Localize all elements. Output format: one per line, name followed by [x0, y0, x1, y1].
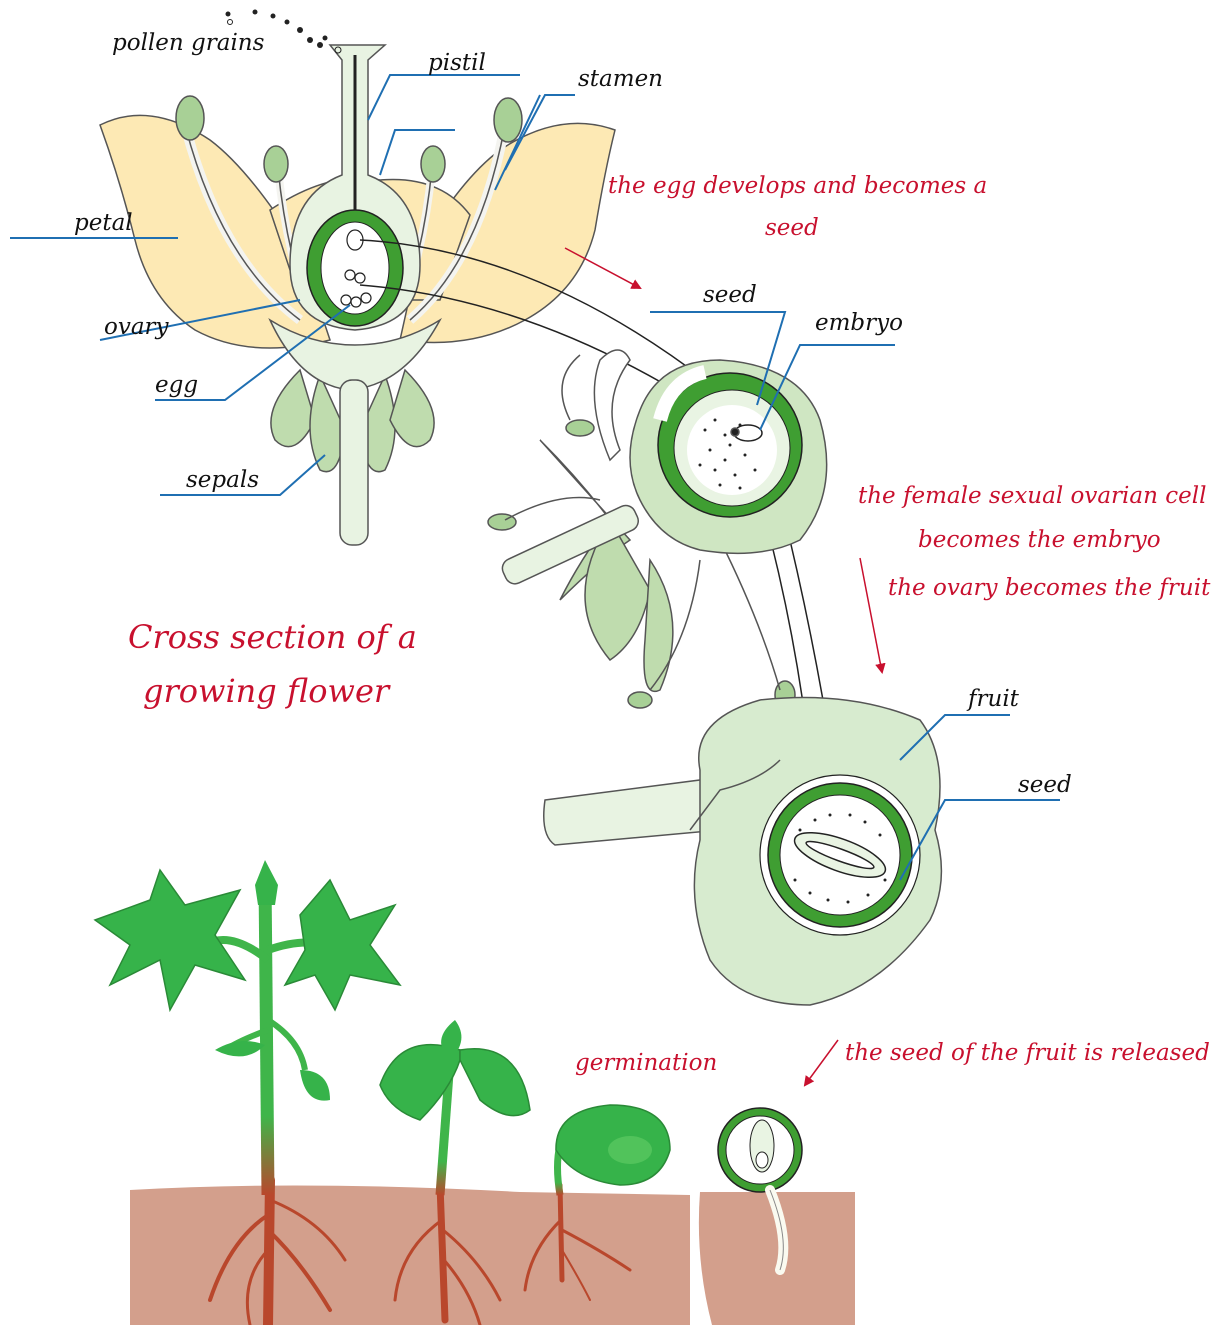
label-stamen: stamen: [578, 66, 663, 92]
label-seed-fruit: seed: [1018, 772, 1072, 798]
caption-seed-released: the seed of the fruit is released: [845, 1040, 1210, 1066]
flower-stalk: [340, 380, 368, 545]
caption-egg-develops-1: the egg develops and becomes a: [608, 173, 987, 199]
label-pollen-grains: pollen grains: [112, 30, 265, 56]
sepal-1: [271, 370, 315, 447]
plant-medium: [380, 1020, 530, 1195]
label-egg: egg: [155, 372, 198, 398]
flower-cross-section: [100, 10, 615, 546]
label-pistil: pistil: [428, 50, 486, 76]
caption-female-cell-2: becomes the embryo: [918, 527, 1161, 553]
label-sepals: sepals: [186, 467, 259, 493]
label-seed-top: seed: [703, 282, 757, 308]
title-line-2: growing flower: [143, 672, 391, 710]
caption-female-cell-1: the female sexual ovarian cell: [858, 483, 1206, 509]
caption-ovary-fruit: the ovary becomes the fruit: [888, 575, 1211, 601]
label-fruit: fruit: [966, 686, 1020, 712]
sepal-4: [390, 370, 434, 447]
fruit-cross-section: [544, 698, 942, 1006]
caption-egg-develops-2: seed: [765, 215, 819, 241]
developing-flower: [488, 350, 827, 709]
plant-sprout: [556, 1105, 670, 1195]
label-petal: petal: [74, 210, 133, 236]
title-line-1: Cross section of a: [128, 618, 417, 656]
label-ovary: ovary: [104, 314, 170, 340]
caption-germination: germination: [575, 1050, 717, 1076]
plant-large: [95, 860, 400, 1195]
label-embryo: embryo: [815, 310, 903, 336]
